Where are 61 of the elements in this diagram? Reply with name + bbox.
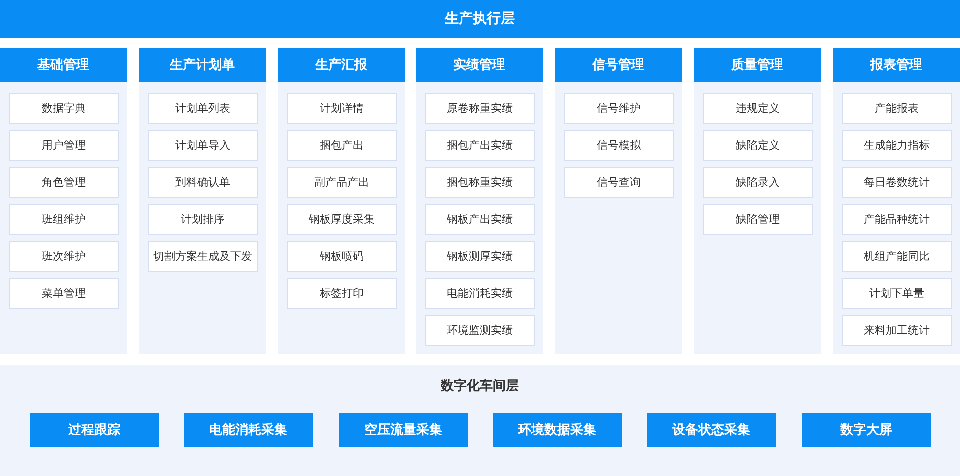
function-box: 违规定义	[703, 93, 813, 124]
function-box: 捆包产出实绩	[425, 130, 535, 161]
function-box: 原卷称重实绩	[425, 93, 535, 124]
function-box: 数据字典	[9, 93, 119, 124]
collection-box: 空压流量采集	[339, 413, 468, 447]
function-box: 信号模拟	[564, 130, 674, 161]
function-box: 缺陷定义	[703, 130, 813, 161]
function-box: 每日卷数统计	[842, 167, 952, 198]
collection-box: 设备状态采集	[647, 413, 776, 447]
module-panel	[0, 48, 127, 354]
function-box: 计划单导入	[148, 130, 258, 161]
function-box: 信号查询	[564, 167, 674, 198]
layer-title: 数字化车间层	[440, 378, 520, 395]
collection-box: 电能消耗采集	[184, 413, 313, 447]
function-box: 环境监测实绩	[425, 315, 535, 346]
module-panel	[833, 48, 960, 354]
module-panel	[278, 48, 405, 354]
function-box: 计划排序	[148, 204, 258, 235]
function-box: 切割方案生成及下发	[148, 241, 258, 272]
function-box: 信号维护	[564, 93, 674, 124]
function-box: 捆包产出	[287, 130, 397, 161]
function-box: 到料确认单	[148, 167, 258, 198]
function-box: 钢板厚度采集	[287, 204, 397, 235]
function-box: 钢板喷码	[287, 241, 397, 272]
function-box: 菜单管理	[9, 278, 119, 309]
collection-box: 数字大屏	[802, 413, 931, 447]
panel-header: 质量管理	[730, 57, 784, 75]
panel-header: 基础管理	[36, 57, 90, 75]
function-box: 钢板测厚实绩	[425, 241, 535, 272]
collection-box: 过程跟踪	[30, 413, 159, 447]
module-panel	[416, 48, 543, 354]
function-box: 生成能力指标	[842, 130, 952, 161]
function-box: 产能品种统计	[842, 204, 952, 235]
function-box: 机组产能同比	[842, 241, 952, 272]
function-box: 计划下单量	[842, 278, 952, 309]
collection-box: 环境数据采集	[493, 413, 622, 447]
function-box: 电能消耗实绩	[425, 278, 535, 309]
function-box: 缺陷录入	[703, 167, 813, 198]
module-panel	[555, 48, 682, 354]
function-box: 角色管理	[9, 167, 119, 198]
function-box: 捆包称重实绩	[425, 167, 535, 198]
panel-header: 报表管理	[869, 57, 924, 75]
function-box: 钢板产出实绩	[425, 204, 535, 235]
function-box: 计划详情	[287, 93, 397, 124]
function-box: 缺陷管理	[703, 204, 813, 235]
function-box: 副产品产出	[287, 167, 397, 198]
function-box: 班次维护	[9, 241, 119, 272]
function-box: 班组维护	[9, 204, 119, 235]
module-panel	[139, 48, 266, 354]
function-box: 用户管理	[9, 130, 119, 161]
function-box: 来料加工统计	[842, 315, 952, 346]
panel-header: 信号管理	[591, 57, 646, 75]
layer-panel	[0, 365, 960, 476]
layer-banner: 生产执行层	[0, 0, 960, 38]
function-box: 标签打印	[287, 278, 397, 309]
function-box: 计划单列表	[148, 93, 258, 124]
panel-header: 生产计划单	[168, 56, 236, 75]
function-box: 产能报表	[842, 93, 952, 124]
panel-header: 生产汇报	[314, 56, 368, 75]
module-panel	[694, 48, 821, 354]
panel-header: 实绩管理	[452, 56, 506, 75]
